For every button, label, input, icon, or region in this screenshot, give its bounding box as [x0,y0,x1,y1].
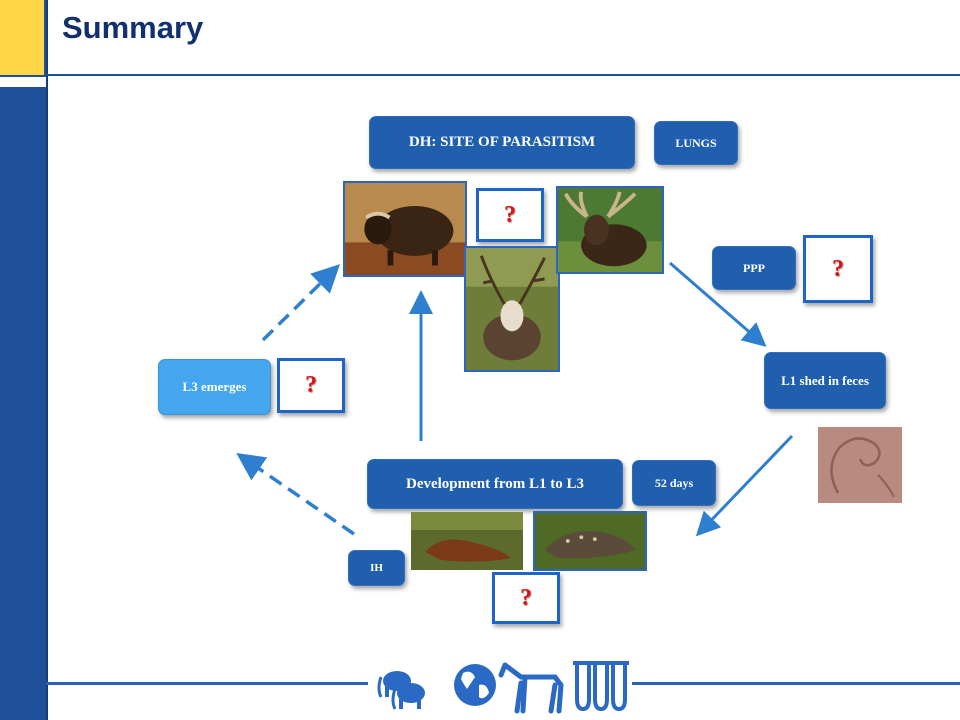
ppp-box: PPP [712,246,796,290]
ih-question-box: ? [492,572,560,624]
arrow-ih-to-l3-dashed [236,453,355,536]
larva-micrograph [818,427,902,503]
arrow-shed-to-ih [695,434,794,537]
lungs-box: LUNGS [654,121,738,165]
footer-divider-right [632,682,960,685]
days-box: 52 days [632,460,716,506]
slug-photo-1 [411,512,523,570]
host-question-box: ? [476,188,544,242]
moose-photo [556,186,664,274]
ppp-question-box: ? [803,235,873,303]
sidebar-accent [0,0,46,77]
l3-emerges-box: L3 emerges [158,359,271,415]
arrow-l3-to-host-dashed [261,264,340,342]
footer-divider-left [46,682,368,685]
muskox-photo [343,181,467,277]
elephants-icon [377,671,425,710]
slide-title: Summary [62,10,204,45]
arrow-host-to-shed [669,261,767,347]
development-box: Development from L1 to L3 [367,459,623,509]
test-tubes-icon [573,661,629,712]
slug-photo-2 [533,511,647,571]
sidebar-bar [0,0,48,720]
title-divider [46,74,960,76]
l3-question-box: ? [277,358,345,413]
footer-icon-group [377,661,629,714]
horse-icon [498,662,564,714]
site-of-parasitism-box: DH: SITE OF PARASITISM [369,116,635,169]
caribou-photo [464,246,560,372]
globe-icon [454,664,496,706]
l1-shed-box: L1 shed in feces [764,352,886,409]
sidebar-gap [0,77,46,87]
ih-box: IH [348,550,405,586]
